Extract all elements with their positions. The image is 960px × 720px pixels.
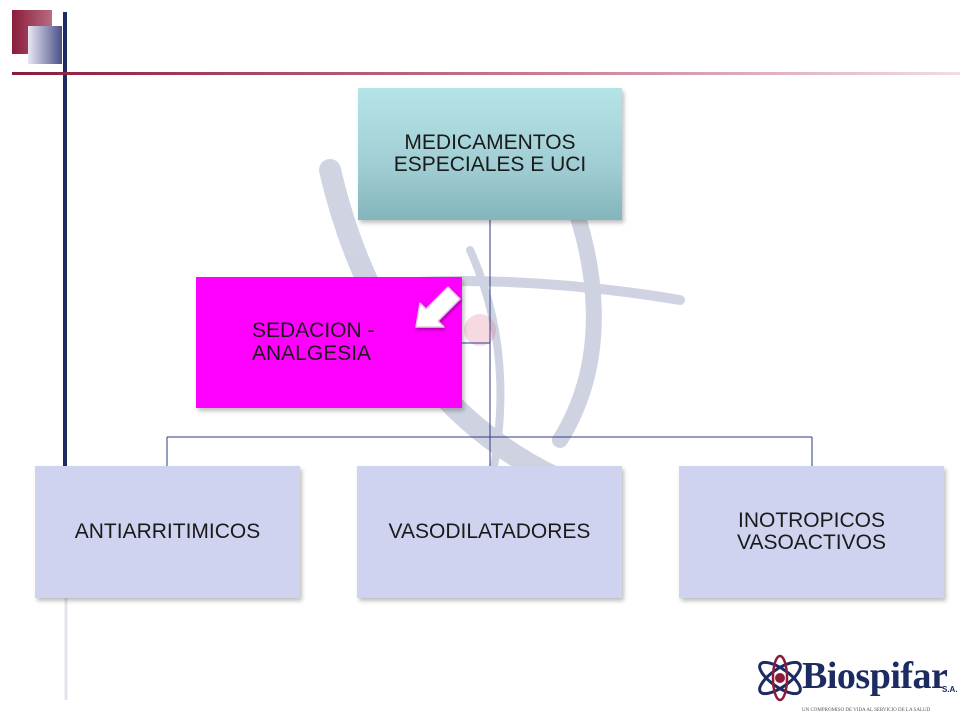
logo-suffix: S.A. (942, 685, 958, 694)
assistant-node-label: SEDACION - ANALGESIA (252, 319, 375, 365)
child-node-label: ANTIARRITIMICOS (74, 519, 261, 543)
atom-logo-icon (758, 654, 802, 702)
child-node-label: VASODILATADORES (388, 519, 591, 543)
child-node-label: INOTROPICOS VASOACTIVOS (737, 508, 886, 554)
child-node-vasodilatadores: VASODILATADORES (357, 466, 622, 598)
root-node-label: MEDICAMENTOS ESPECIALES E UCI (393, 130, 587, 176)
frame-horizontal-line (12, 72, 960, 75)
assistant-node: SEDACION - ANALGESIA (196, 277, 462, 408)
logo-tagline: UN COMPROMISO DE VIDA AL SERVICIO DE LA … (802, 708, 931, 713)
root-node: MEDICAMENTOS ESPECIALES E UCI (358, 88, 622, 220)
child-node-antiarritimicos: ANTIARRITIMICOS (35, 466, 300, 598)
biospifar-logo: Biospifar S.A. UN COMPROMISO DE VIDA AL … (752, 650, 958, 720)
child-node-inotropicos: INOTROPICOS VASOACTIVOS (679, 466, 944, 598)
corner-square-front (28, 26, 62, 64)
logo-wordmark: Biospifar (802, 655, 948, 697)
pointer-arrow-icon (415, 286, 461, 328)
frame-vertical-line (63, 12, 67, 472)
